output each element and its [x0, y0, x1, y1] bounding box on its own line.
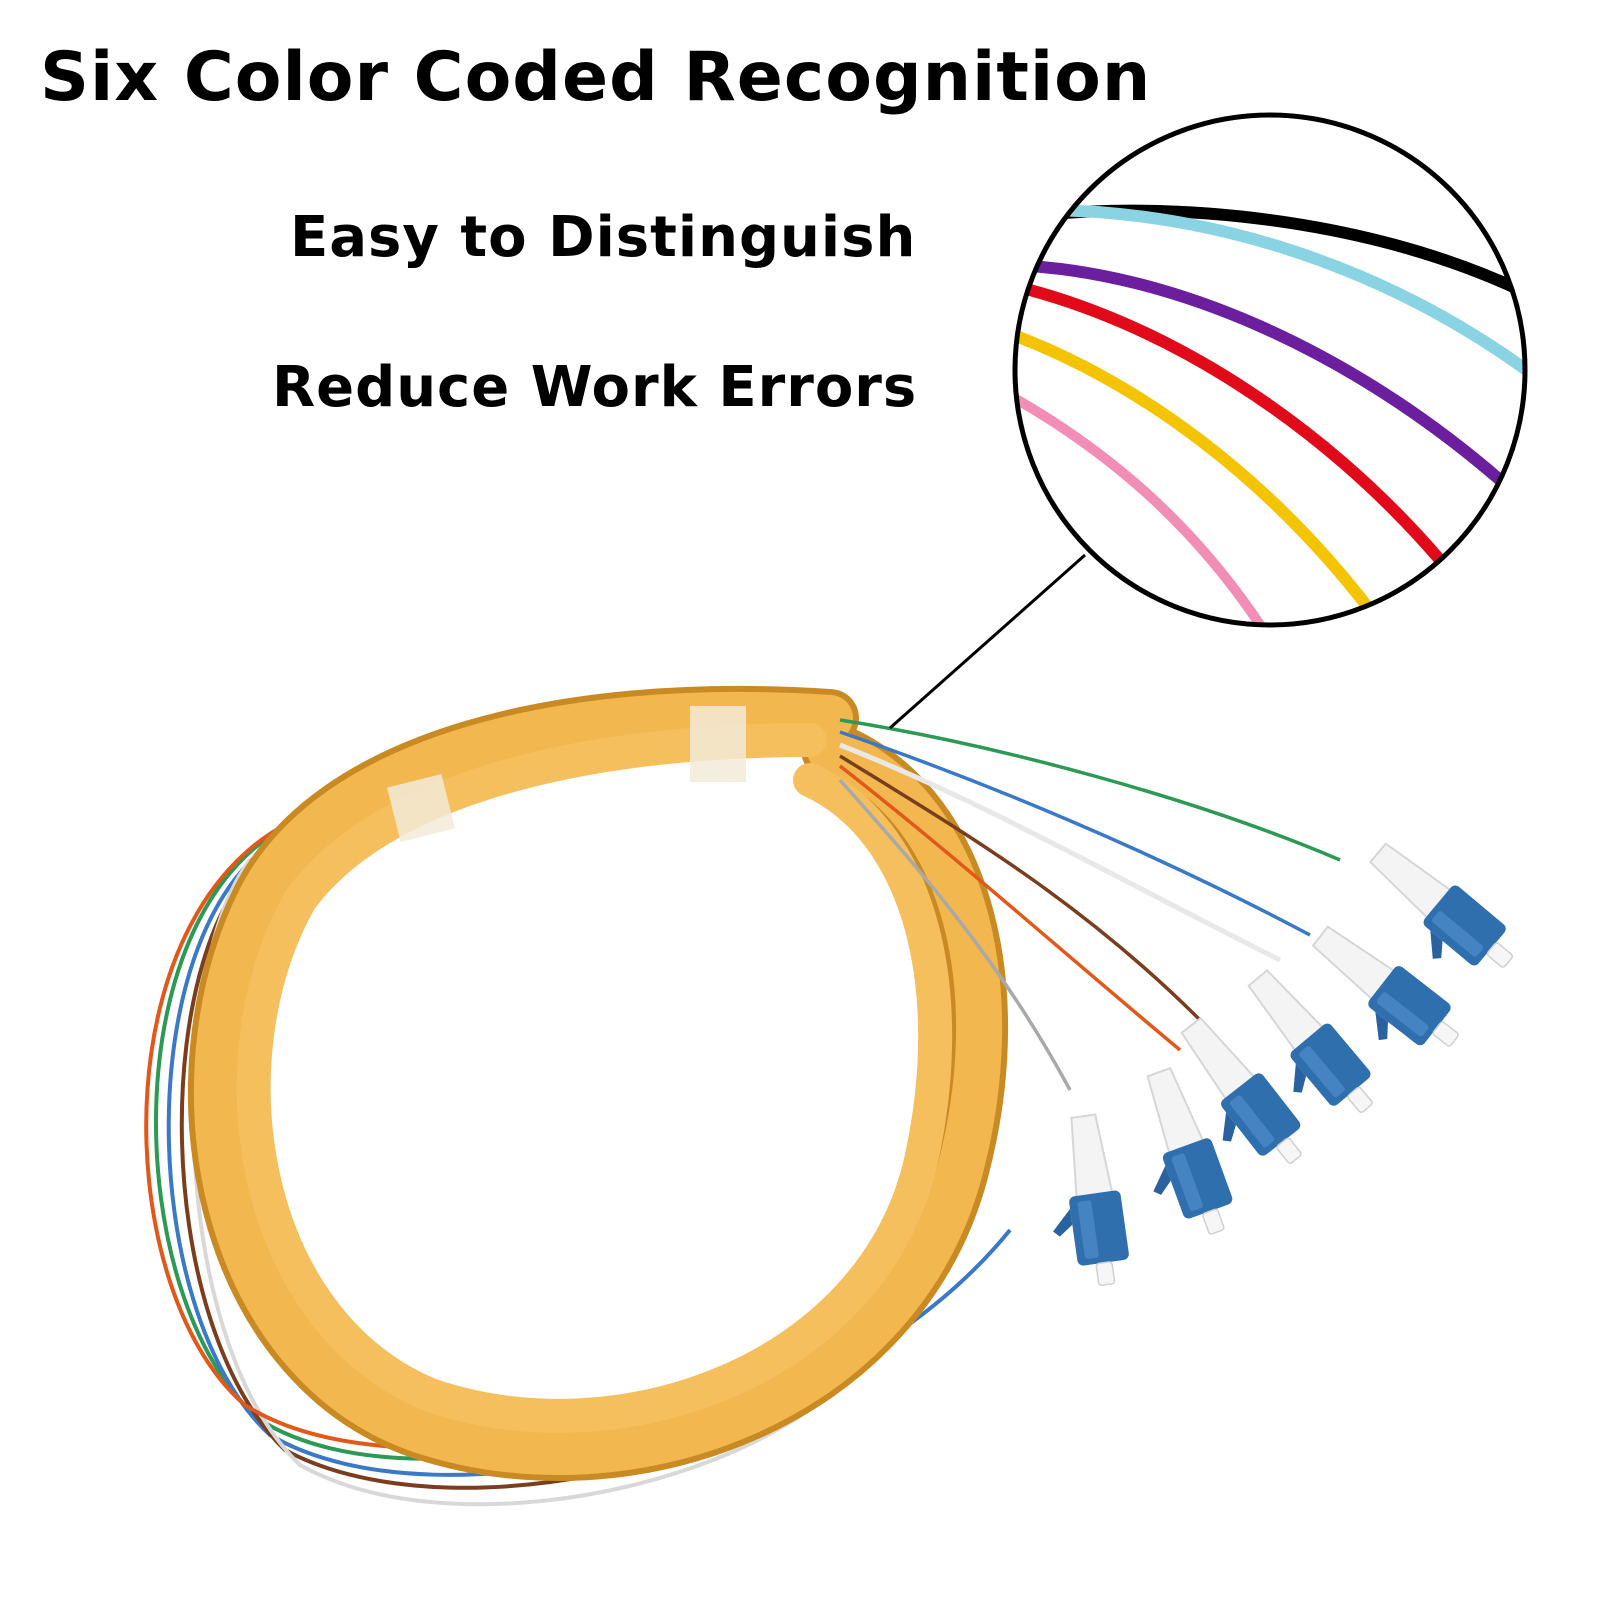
magnifier-circle-icon: [1012, 112, 1528, 628]
zoom-leader-line: [889, 553, 1086, 730]
pigtail-fibers: [838, 718, 1341, 1091]
headline: Six Color Coded Recognition: [40, 38, 1152, 117]
feature-reduce-work-errors: Reduce Work Errors: [272, 355, 918, 420]
lc-connector-icon: [1036, 831, 1527, 1292]
yellow-jacket: [188, 685, 1009, 1481]
feature-easy-to-distinguish: Easy to Distinguish: [290, 205, 917, 270]
